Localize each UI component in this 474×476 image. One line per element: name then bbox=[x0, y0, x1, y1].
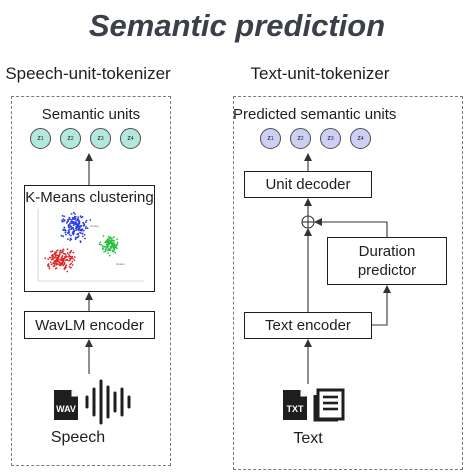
kmeans-clustering-box: K-Means clustering bbox=[24, 185, 155, 292]
wavlm-encoder-box: WavLM encoder bbox=[24, 311, 155, 339]
waveform-icon bbox=[84, 377, 134, 432]
svg-text:cluster: cluster bbox=[116, 262, 125, 266]
speech-unit-tokenizer-panel bbox=[11, 96, 171, 466]
svg-text:WAV: WAV bbox=[56, 404, 76, 414]
add-node-icon bbox=[301, 215, 315, 229]
wavlm-encoder-label: WavLM encoder bbox=[35, 316, 144, 334]
txt-file-icon: TXT bbox=[281, 388, 309, 427]
left-panel-heading: Speech-unit-tokenizer bbox=[5, 64, 171, 83]
cluster-scatter-plot: cluster cluster cluster bbox=[37, 209, 144, 282]
page-title: Semantic prediction bbox=[88, 8, 386, 43]
kmeans-clustering-label: K-Means clustering bbox=[25, 189, 154, 206]
svg-text:cluster: cluster bbox=[56, 248, 65, 252]
predicted-semantic-units-label: Predicted semantic units bbox=[233, 106, 397, 123]
text-input-label: Text bbox=[293, 430, 323, 447]
unit-decoder-label: Unit decoder bbox=[265, 176, 351, 193]
text-encoder-label: Text encoder bbox=[265, 317, 351, 334]
wav-file-icon: WAV bbox=[52, 388, 80, 427]
text-unit-tokenizer-panel bbox=[233, 96, 463, 470]
document-icon bbox=[313, 388, 347, 427]
semantic-units-label: Semantic units bbox=[41, 106, 141, 123]
unit-decoder-box: Unit decoder bbox=[244, 171, 372, 198]
duration-predictor-box: Duration predictor bbox=[327, 237, 447, 285]
text-encoder-box: Text encoder bbox=[244, 312, 372, 339]
svg-text:TXT: TXT bbox=[287, 404, 305, 414]
speech-input-label: Speech bbox=[50, 429, 106, 446]
svg-text:cluster: cluster bbox=[90, 224, 99, 228]
right-panel-heading: Text-unit-tokenizer bbox=[250, 64, 390, 83]
duration-predictor-label: Duration predictor bbox=[357, 243, 417, 279]
